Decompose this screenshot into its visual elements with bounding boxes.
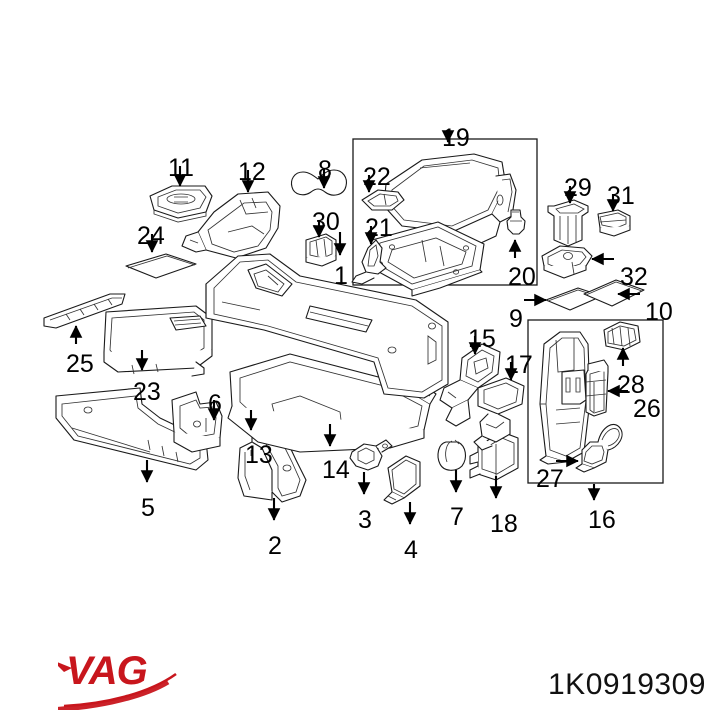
part-shape-30 (305, 233, 337, 267)
part-shape-11 (149, 185, 213, 223)
part-shape-4 (383, 455, 421, 505)
part-shape-19-tray (367, 221, 485, 297)
callout-label-8[interactable]: 8 (318, 156, 332, 184)
callout-label-32[interactable]: 32 (620, 263, 648, 291)
part-shape-12 (181, 191, 281, 259)
part-shape-7 (437, 439, 467, 471)
part-shape-5 (55, 387, 209, 471)
part-shape-15 (439, 343, 501, 427)
callout-label-27[interactable]: 27 (536, 465, 564, 493)
part-shape-32 (541, 245, 593, 279)
callout-label-2[interactable]: 2 (268, 532, 282, 560)
part-number: 1K0919309 (548, 668, 706, 701)
callout-label-16[interactable]: 16 (588, 506, 616, 534)
callout-label-28[interactable]: 28 (617, 371, 645, 399)
part-shape-23 (103, 305, 213, 377)
callout-label-11[interactable]: 11 (168, 154, 194, 182)
callout-label-18[interactable]: 18 (490, 510, 518, 538)
part-shape-26 (585, 359, 609, 417)
callout-label-15[interactable]: 15 (468, 325, 496, 353)
callout-label-14[interactable]: 14 (322, 456, 350, 484)
part-shape-19-lid (383, 153, 517, 249)
callout-label-31[interactable]: 31 (607, 182, 635, 210)
group-box-16 (527, 319, 664, 484)
callout-label-12[interactable]: 12 (238, 158, 266, 186)
callout-label-13[interactable]: 13 (245, 441, 273, 469)
callout-label-21[interactable]: 21 (365, 214, 393, 242)
callout-label-29[interactable]: 29 (564, 174, 592, 202)
callout-label-4[interactable]: 4 (404, 536, 418, 564)
callout-label-25[interactable]: 25 (66, 350, 94, 378)
part-shape-31 (597, 209, 631, 237)
callout-label-5[interactable]: 5 (141, 494, 155, 522)
part-shape-24 (125, 253, 197, 279)
callout-label-30[interactable]: 30 (312, 208, 340, 236)
part-shape-10 (583, 279, 645, 307)
part-shape-29 (547, 199, 589, 247)
callout-label-9[interactable]: 9 (509, 305, 523, 333)
callout-label-3[interactable]: 3 (358, 506, 372, 534)
callout-label-17[interactable]: 17 (505, 351, 533, 379)
vag-logo-text: VAG (66, 649, 147, 693)
part-shape-21 (351, 239, 387, 285)
callout-label-1[interactable]: 1 (334, 262, 348, 290)
part-shape-20 (506, 209, 526, 235)
callout-label-24[interactable]: 24 (137, 222, 165, 250)
callout-label-23[interactable]: 23 (133, 378, 161, 406)
part-shape-3 (349, 439, 393, 471)
part-shape-1 (205, 253, 449, 399)
callout-label-26[interactable]: 26 (633, 395, 661, 423)
callout-label-22[interactable]: 22 (363, 163, 391, 191)
part-shape-6 (171, 391, 223, 453)
callout-label-20[interactable]: 20 (508, 263, 536, 291)
part-shape-16-panel (539, 331, 591, 465)
callout-label-10[interactable]: 10 (645, 298, 673, 326)
callout-label-6[interactable]: 6 (208, 390, 222, 418)
callout-label-19[interactable]: 19 (442, 124, 470, 152)
part-shape-27 (575, 424, 623, 473)
part-shape-28 (603, 321, 641, 351)
part-shape-22 (361, 189, 405, 211)
part-shape-25 (43, 293, 126, 329)
callout-label-7[interactable]: 7 (450, 503, 464, 531)
part-shape-17 (473, 377, 525, 451)
vag-logo: VAG (58, 649, 177, 710)
